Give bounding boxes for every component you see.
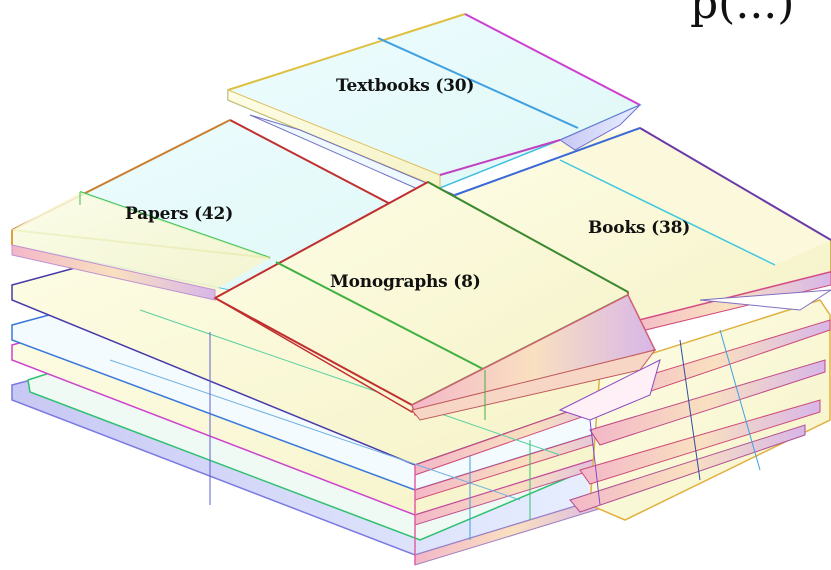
textbooks-stack <box>227 13 642 196</box>
monographs-label: Monographs (8) <box>330 272 481 292</box>
monographs-stack <box>213 181 661 421</box>
lower-sheet-edges <box>414 419 601 565</box>
top-right-text: p(...) <box>690 0 795 29</box>
textbooks-label: Textbooks (30) <box>336 76 475 96</box>
papers-label: Papers (42) <box>125 204 234 224</box>
books-label: Books (38) <box>588 218 691 238</box>
